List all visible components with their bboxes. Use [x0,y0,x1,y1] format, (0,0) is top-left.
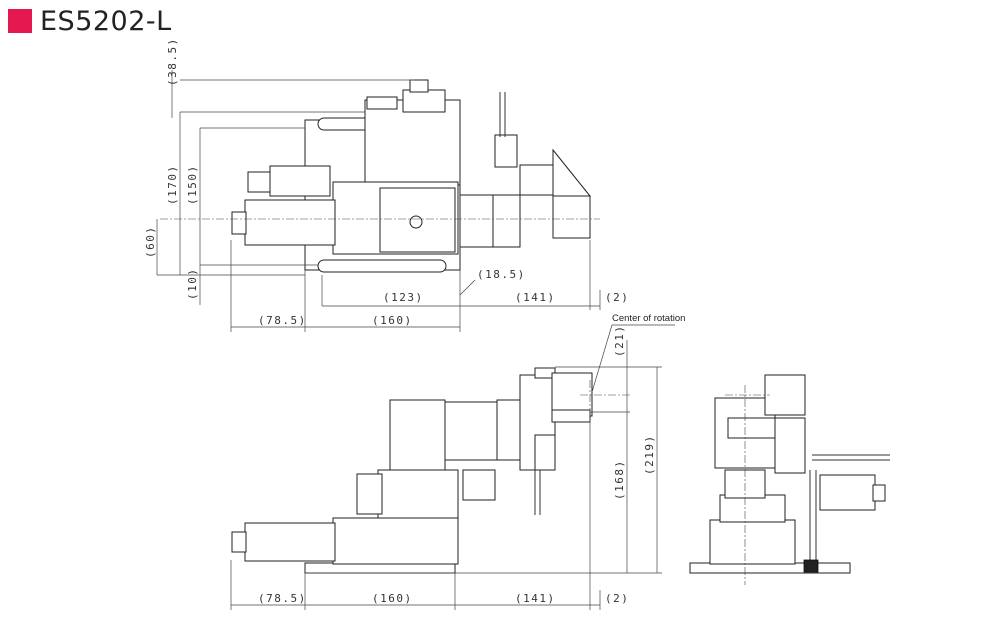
top-left-motor-body [244,199,336,246]
top-upper-knob [409,79,429,93]
dim-top-123: (123) [383,291,424,304]
dim-top-60: (60) [144,226,157,259]
dim-top-141: (141) [515,291,556,304]
top-left-motor-cap [247,171,271,193]
top-right-block-a [459,194,496,248]
front-middle-stage [719,494,786,523]
top-upper-motor [402,89,446,113]
side-left-motor [244,522,336,562]
side-left-knob [231,531,247,553]
front-connector [803,559,819,573]
title-swatch [8,9,32,33]
side-middle-handle [356,473,383,515]
front-side-block [774,417,806,474]
dim-side-168: (168) [613,459,626,500]
top-right-arm [552,195,591,239]
side-camera-unit [534,434,556,471]
dim-top-160: (160) [372,314,413,327]
front-right-knob [872,484,886,502]
side-view: Center of rotation (21) (219) (168) (78.… [230,313,685,610]
dim-top-18-5: (18.5) [477,268,526,281]
top-upper-cap [366,96,398,110]
top-center-hole [409,215,423,229]
dim-side-219: (219) [643,434,656,475]
dim-side-2: (2) [605,592,629,605]
dim-top-10: (10) [186,268,199,301]
side-rotation-cap [496,399,523,461]
page-title: ES5202-L [40,5,172,37]
top-rail-lower [317,259,447,273]
dim-side-160: (160) [372,592,413,605]
side-head-block [551,372,593,417]
top-right-block-b [492,194,521,248]
dim-top-170: (170) [166,164,179,205]
side-head-plate [551,409,591,423]
top-view: (38.5) (170) (150) (60) (10) (18.5) (123… [144,37,629,332]
dim-top-78-5: (78.5) [258,314,307,327]
dim-side-78-5: (78.5) [258,592,307,605]
side-lower-camera [462,469,496,501]
front-view [689,374,890,585]
dim-side-21: (21) [613,325,626,358]
dim-top-2: (2) [605,291,629,304]
side-rotation-block [444,401,501,461]
top-left-knob [231,211,247,235]
front-right-motor [819,474,876,511]
side-upper-motor [389,399,446,471]
front-top-head [764,374,806,416]
side-lower-stage [332,517,459,565]
top-right-head [519,164,556,196]
top-right-bracket [552,148,592,197]
top-right-camera [494,134,518,168]
dim-top-150: (150) [186,164,199,205]
title-bar: ES5202-L [8,5,172,37]
dim-top-38-5: (38.5) [166,37,179,86]
front-mid-plate [727,417,779,439]
side-middle-stage [377,469,459,519]
center-of-rotation-label: Center of rotation [612,313,685,324]
front-lower-stage [709,519,796,565]
top-left-motor-top [269,165,331,197]
top-upper-block [364,99,461,186]
dim-side-141: (141) [515,592,556,605]
